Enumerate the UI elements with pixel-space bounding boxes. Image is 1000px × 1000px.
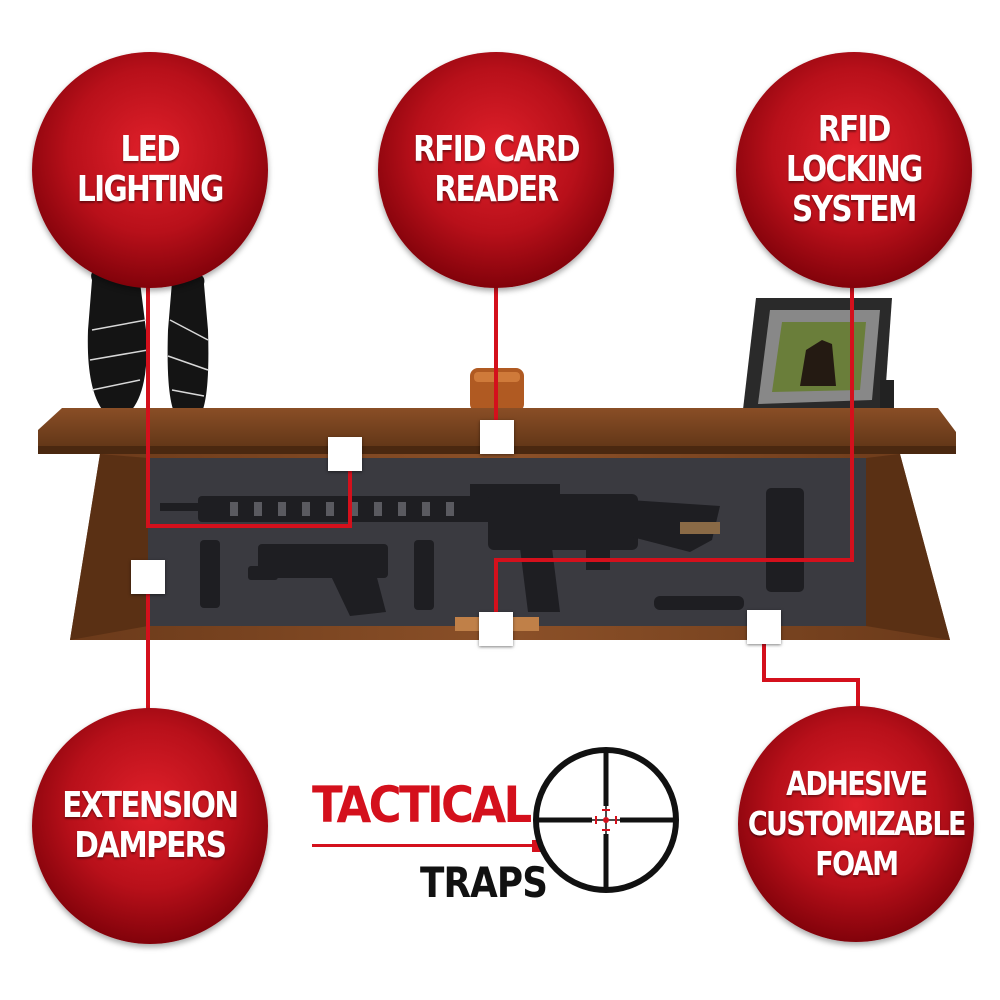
callout-lines: [146, 282, 860, 730]
flashlight: [654, 596, 744, 610]
marker-lock: [479, 612, 513, 646]
logo-word-traps: TRAPS: [420, 858, 548, 907]
marker-foam: [747, 610, 781, 644]
callout-led-label: LED LIGHTING: [77, 129, 224, 210]
callout-led-lighting: LED LIGHTING: [32, 52, 268, 288]
marker-dampers: [131, 560, 165, 594]
magazine-left: [200, 540, 220, 608]
vase-right: [167, 274, 209, 412]
logo-word-tactical: TACTICAL: [312, 776, 532, 834]
callout-adhesive-foam: ADHESIVE CUSTOMIZABLE FOAM: [738, 706, 974, 942]
pistol: [248, 544, 388, 616]
callout-extension-dampers: EXTENSION DAMPERS: [32, 708, 268, 944]
callout-rfid-reader-label: RFID CARD READER: [413, 129, 580, 210]
marker-led: [328, 437, 362, 471]
crosshair-scope-icon: [533, 747, 679, 893]
callout-rfid-card-reader: RFID CARD READER: [378, 52, 614, 288]
callout-rfid-locking-system: RFID LOCKING SYSTEM: [736, 52, 972, 288]
picture-frame: [742, 298, 894, 418]
callout-rfid-lock-label: RFID LOCKING SYSTEM: [786, 109, 923, 230]
callout-dampers-label: EXTENSION DAMPERS: [62, 785, 239, 866]
magazine-center: [414, 540, 434, 610]
line-foam: [762, 628, 860, 730]
callout-foam-label: ADHESIVE CUSTOMIZABLE FOAM: [747, 764, 966, 883]
magazine-rifle: [766, 488, 804, 592]
line-lock: [494, 282, 854, 628]
marker-reader: [480, 420, 514, 454]
vase-left: [87, 268, 149, 412]
line-led: [146, 282, 352, 528]
